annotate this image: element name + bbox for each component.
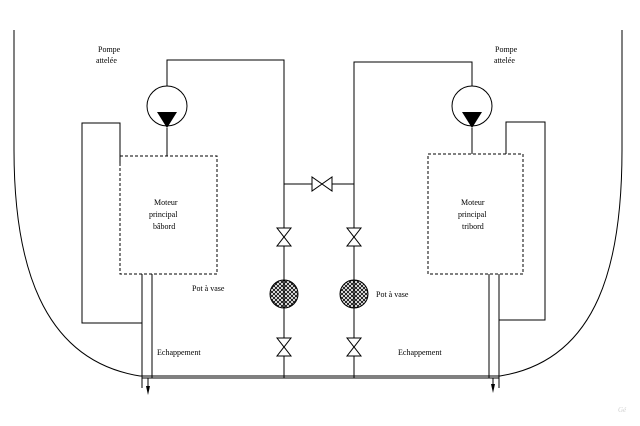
exhaust-left-arrow-icon <box>146 386 150 395</box>
exhaust-left-label: Echappement <box>157 348 201 357</box>
engine-right-box <box>427 153 524 275</box>
pump-right-label-line1: Pompe <box>495 45 518 54</box>
valve-left-upper-icon <box>275 227 293 247</box>
pump-left-suction-pipe <box>166 59 285 378</box>
engine-right-return-loop <box>499 121 546 321</box>
pump-right-icon <box>451 85 493 128</box>
engine-left-return-loop <box>81 122 142 324</box>
strainer-right-label: Pot à vase <box>376 290 409 299</box>
pump-left-icon <box>146 85 188 128</box>
exhaust-right-arrow-icon <box>491 384 495 393</box>
strainer-left-label: Pot à vase <box>192 284 225 293</box>
engine-left-box <box>119 155 218 275</box>
valve-left-lower-icon <box>275 337 293 357</box>
pump-right-label-line2: attelée <box>494 56 515 65</box>
pump-left-label-line1: Pompe <box>98 45 121 54</box>
strainer-right-icon <box>339 279 369 309</box>
engine-left-label-line2: principal <box>149 210 178 219</box>
strainer-left-icon <box>269 279 299 309</box>
exhaust-right-label: Echappement <box>398 348 442 357</box>
crossover-valve-icon <box>311 176 333 192</box>
pump-right-suction-pipe <box>353 61 473 378</box>
signature-label: Gé <box>618 406 627 414</box>
engine-right-label-line3: tribord <box>462 222 484 231</box>
engine-left-label-line3: bâbord <box>153 222 175 231</box>
engine-right-label-line1: Moteur <box>461 198 485 207</box>
valve-right-lower-icon <box>345 337 363 357</box>
valve-right-upper-icon <box>345 227 363 247</box>
pump-left-label-line2: attelée <box>96 56 117 65</box>
engine-left-label-line1: Moteur <box>154 198 178 207</box>
hull-outline <box>13 30 623 377</box>
engine-right-label-line2: principal <box>458 210 487 219</box>
